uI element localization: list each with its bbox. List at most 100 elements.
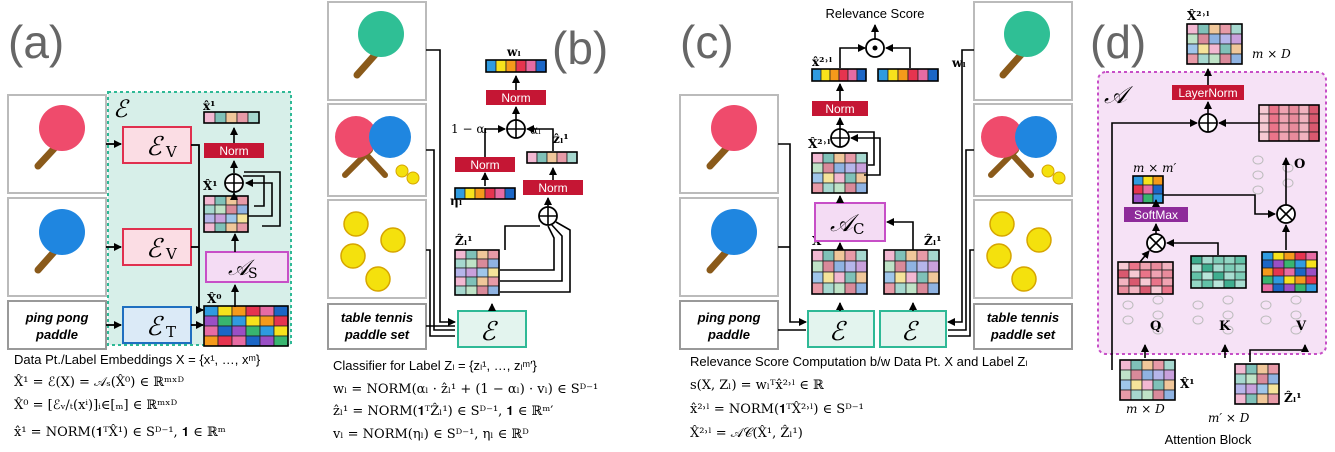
matrix-cell [1234, 393, 1247, 405]
alpha: αₗ [530, 123, 541, 137]
matrix-cell [829, 68, 840, 82]
matrix-cell [822, 182, 835, 194]
c-x2-label: X̂²˒ˡ [808, 136, 831, 151]
matrix-cell [1139, 285, 1152, 295]
matrix-cell [525, 59, 537, 73]
matrix-cell [1245, 393, 1258, 405]
matrix-cell [916, 260, 929, 273]
matrix-cell [1161, 277, 1174, 287]
green-paddle-icon-c [999, 11, 1050, 79]
formula-a-1: X̂¹ = ℰ(X) = 𝒜ₛ(X̂⁰) ∈ ℝᵐˣᴰ [14, 374, 185, 390]
matrix-cell [1258, 104, 1270, 115]
d-m2xD: m′ × D [1208, 411, 1250, 425]
o-network-icon [1252, 155, 1294, 195]
matrix-border [203, 111, 260, 124]
matrix-cell [1186, 53, 1199, 65]
matrix-cell [225, 222, 238, 233]
matrix-cell [833, 271, 846, 284]
encoder-box-c-right [879, 310, 947, 348]
matrix-border [203, 195, 249, 233]
matrix-cell [214, 204, 227, 215]
red-paddle-icon-c [706, 105, 757, 170]
k-label: K [1219, 319, 1231, 334]
matrix-cell [907, 68, 919, 82]
matrix-cell [1268, 131, 1280, 142]
matrix-cell [214, 111, 227, 124]
matrix-cell [566, 151, 578, 164]
matrix-cell [1288, 113, 1300, 124]
matrix-cell [844, 152, 857, 164]
matrix-cell [1234, 383, 1247, 395]
matrix-cell [1234, 363, 1247, 375]
matrix-cell [877, 68, 889, 82]
matrix-cell [1141, 389, 1154, 401]
matrix-cell [203, 315, 219, 327]
norm-box-c [812, 101, 868, 116]
matrix-cell [454, 258, 467, 269]
d-z1-label: Ẑₗ¹ [1284, 390, 1302, 405]
matrix-cell [214, 195, 227, 206]
matrix-cell [203, 222, 216, 233]
matrix-cell [1298, 122, 1310, 133]
matrix-cell [1288, 122, 1300, 133]
d-output-matrix [1186, 23, 1243, 65]
x-hat-1-label: x̂¹ [203, 99, 215, 113]
matrix-cell [833, 162, 846, 174]
matrix-cell [1308, 113, 1320, 124]
matrix-cell [487, 285, 500, 296]
matrix-cell [1119, 359, 1132, 371]
matrix-cell [487, 258, 500, 269]
matrix-cell [231, 325, 247, 337]
matrix-cell [1190, 279, 1203, 289]
matrix-cell [231, 315, 247, 327]
matrix-cell [259, 305, 275, 317]
d-mxD-top: m × D [1252, 47, 1291, 61]
matrix-cell [1267, 383, 1280, 395]
matrix-cell [273, 305, 289, 317]
matrix-cell [1142, 184, 1154, 195]
matrix-cell [247, 111, 260, 124]
matrix-cell [1230, 33, 1243, 45]
matrix-cell [225, 213, 238, 224]
norm-label-b2: Norm [538, 181, 567, 195]
matrix-cell [1283, 251, 1296, 261]
matrix-cell [822, 249, 835, 262]
matrix-cell [1298, 104, 1310, 115]
matrix-cell [1234, 255, 1247, 265]
matrix-cell [1258, 122, 1270, 133]
blue-paddle-icon [34, 209, 85, 274]
formula-c-1: s(X, Zₗ) = wₗᵀx̂²˒ˡ ∈ ℝ [690, 378, 825, 393]
formula-a-3: x̂¹ = NORM(𝟏ᵀX̂¹) ∈ Sᴰ⁻¹, 𝟏 ∈ ℝᵐ [14, 424, 226, 440]
c-x2-matrix [811, 152, 868, 194]
matrix-cell [844, 162, 857, 174]
d-k-matrix [1190, 255, 1247, 289]
w-label-b: wₗ [506, 45, 521, 59]
matrix-cell [883, 249, 896, 262]
v-label: V [1295, 319, 1307, 334]
w-vector [485, 59, 547, 73]
matrix-cell [1152, 369, 1165, 381]
matrix-cell [833, 152, 846, 164]
matrix-border [811, 152, 868, 194]
matrix-border [1190, 255, 1247, 289]
norm-box-b2 [523, 180, 583, 195]
o-label: O [1294, 157, 1305, 172]
matrix-cell [1190, 271, 1203, 281]
matrix-cell [1119, 389, 1132, 401]
matrix-border [1261, 251, 1318, 293]
matrix-border [883, 249, 940, 295]
red-paddle-icon [34, 105, 85, 170]
attn-c-box [814, 202, 886, 242]
matrix-cell [476, 276, 489, 287]
matrix-cell [1201, 255, 1214, 265]
encoder-v-label-1: ℰ [146, 132, 164, 162]
matrix-cell [1245, 363, 1258, 375]
c-w-label: wₗ [951, 56, 966, 70]
matrix-cell [217, 305, 233, 317]
matrix-cell [1130, 379, 1143, 391]
matrix-cell [1212, 255, 1225, 265]
panel-b-letter: (b) [552, 22, 608, 74]
matrix-cell [1139, 261, 1152, 271]
